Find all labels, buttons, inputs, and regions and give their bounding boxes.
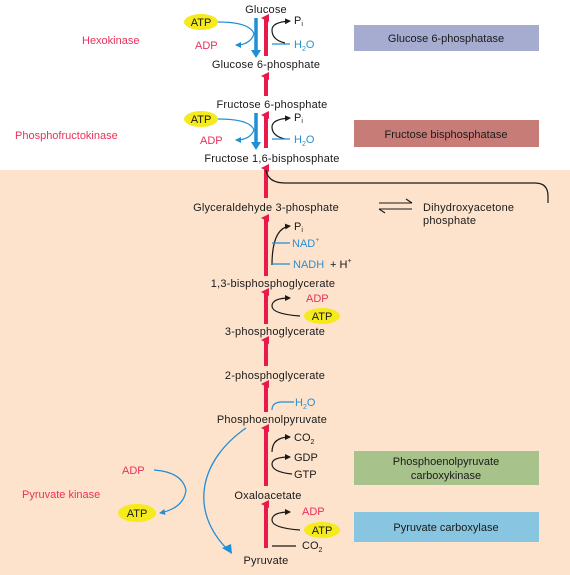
pc-atp-badge [304,522,340,538]
pc-co2-label: CO2 [302,540,323,554]
fbpase-pi-label: Pi [294,112,303,125]
metabolite-g6p: Glucose 6-phosphate [212,59,320,71]
metabolite-f6p: Fructose 6-phosphate [216,99,327,111]
metabolite-dhap-line1: Dihydroxyacetone [423,202,514,214]
pyruvate-kinase-curve [203,427,247,551]
gapdh-pi-curve [271,223,291,266]
metabolite-13bpg: 1,3-bisphosphoglycerate [211,278,335,290]
pfk-blue-arrowhead [251,142,261,150]
g6pase-h2o-label: H2O [294,39,315,53]
pepck-gtp-label: GTP [294,469,317,481]
hexokinase-adp-label: ADP [195,40,218,52]
box-pepck-label-line2: carboxykinase [411,470,481,482]
pyruvate-kinase-arrowhead [222,544,232,554]
metabolite-pyruvate: Pyruvate [243,555,288,567]
enzyme-phosphofructokinase: Phosphofructokinase [15,130,118,142]
fbpase-pi-curve [271,115,291,140]
box-glucose-6-phosphatase-label: Glucose 6-phosphatase [388,33,504,45]
pyruvate-kinase-atp-label: ATP [127,508,148,520]
box-fructose-bisphosphatase [354,120,539,147]
box-pepck [354,451,539,485]
hexokinase-blue-arrowhead [251,50,261,58]
g6pase-pi-label: Pi [294,15,303,28]
pyruvate-kinase-adp-curve [153,469,187,515]
equilibrium-arrows [378,198,413,214]
pyruvate-kinase-atp-badge [118,504,156,522]
box-fructose-bisphosphatase-label: Fructose bisphosphatase [385,129,508,141]
pepck-gdp-curve [271,454,293,475]
pgk-adp-label: ADP [306,293,329,305]
pfk-atp-curve [217,118,255,143]
pgk-atp-label: ATP [312,311,333,323]
pfk-atp-label: ATP [191,114,212,126]
gapdh-pi-label: Pi [294,221,303,234]
pfk-atp-badge [184,111,218,127]
pc-adp-curve [271,509,301,531]
enzyme-hexokinase: Hexokinase [82,35,139,47]
pc-adp-label: ADP [302,506,325,518]
enolase-h2o-label: H2O [295,397,316,411]
gapdh-nad-label: NAD+ [292,237,319,250]
box-pepck-label-line1: Phosphoenolpyruvate [393,456,499,468]
box-pyruvate-carboxylase-label: Pyruvate carboxylase [393,522,498,534]
pc-atp-label: ATP [312,525,333,537]
pyruvate-kinase-adp-label: ADP [122,465,145,477]
metabolite-3pg: 3-phosphoglycerate [225,326,325,338]
enzyme-pyruvate-kinase-label: Pyruvate kinase [22,489,100,501]
g6pase-pi-curve [271,18,291,44]
metabolite-2pg: 2-phosphoglycerate [225,370,325,382]
pgk-atp-badge [304,308,340,324]
hexokinase-atp-label: ATP [191,17,212,29]
gapdh-proton-label: + H+ [330,258,352,271]
fbpase-h2o-label: H2O [294,134,315,148]
pfk-adp-label: ADP [200,135,223,147]
box-pyruvate-carboxylase [354,512,539,542]
gapdh-nadh-label: NADH [293,259,324,271]
metabolite-glucose: Glucose [245,4,287,16]
hexokinase-atp-badge [184,14,218,30]
dhap-loop-line [265,169,549,203]
lower-background [0,170,570,575]
metabolite-dhap-line2: phosphate [423,215,476,227]
metabolite-gap: Glyceraldehyde 3-phosphate [193,202,339,214]
metabolite-oaa: Oxaloacetate [234,490,301,502]
enolase-h2o-curve [271,401,294,411]
metabolite-f16bp: Fructose 1,6-bisphosphate [204,153,339,165]
pepck-gdp-label: GDP [294,452,318,464]
pgk-curve [271,295,301,317]
pepck-co2-label: CO2 [294,432,315,446]
pepck-co2-curve [271,434,291,453]
metabolite-pep: Phosphoenolpyruvate [217,414,327,426]
hexokinase-atp-curve [217,21,255,48]
box-glucose-6-phosphatase [354,25,539,51]
